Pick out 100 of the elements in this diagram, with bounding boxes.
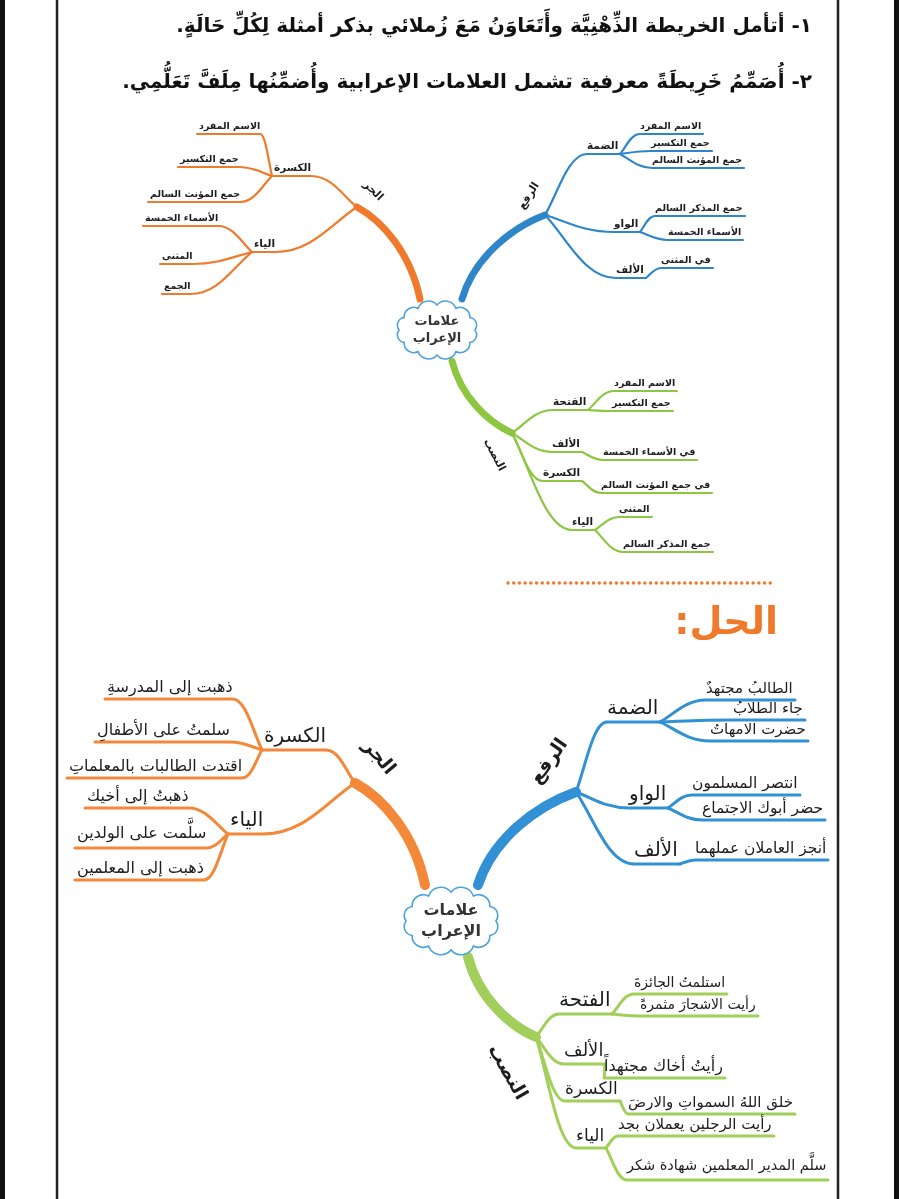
branch-label: الفتحة [553,395,587,409]
branch-label: الواو [629,781,667,806]
example-sentence: رأيت الرجلين يعملان بجد [618,1115,772,1134]
branch-line [473,787,581,890]
topic-label: علامات الإعراب [411,313,463,347]
leaf-label: جمع التكسير [651,137,710,149]
branch-line [534,1035,608,1150]
branch-label: الياء [254,237,276,251]
branch-line [666,806,827,822]
branch-line [658,718,807,724]
branch-label: الألف [616,263,644,277]
branch-line [353,203,424,303]
branch-line [618,152,746,170]
leaf-label: الجمع [164,280,191,292]
branch-line [593,528,715,554]
example-sentence: رأيت الاشجارَ مثمرةً [640,996,756,1014]
main-branch-label: النصب [480,436,509,474]
branch-line [618,1099,797,1116]
branch-label: الفتحة [559,987,611,1012]
branch-line [350,778,430,890]
leaf-label: في جمع المؤنث السالم [601,479,711,491]
branch-line [580,450,699,462]
branch-label: الواو [614,217,639,231]
branch-line [448,357,516,437]
branch-line [604,1134,776,1150]
leaf-label: جمع المؤنث السالم [150,188,241,200]
leaf-label: الاسم المفرد [199,120,261,132]
branch-line [618,132,705,156]
example-sentence: حضر أبوك الاجتماع [702,799,824,819]
example-sentence: استلمتُ الجائزةَ [634,974,726,992]
leaf-label: جمع المذكر السالم [655,202,743,214]
branch-line [158,250,254,266]
branch-line [146,174,274,204]
branch-label: الضمة [587,139,619,153]
branch-line [610,1012,760,1018]
main-branch-label: الجر [358,734,402,780]
branch-line [604,1146,830,1182]
branch-line [586,389,679,412]
example-sentence: جاء الطلابُ [733,699,803,718]
solution-heading: الحل: [674,598,778,645]
branch-label: الألف [564,1039,604,1062]
branch-label: الكسرة [565,1078,618,1100]
example-sentence: ذهبت إلى المدرسةِ [107,677,233,697]
branch-label: الضمة [607,695,659,720]
branch-line [586,408,675,413]
branch-line [543,152,622,217]
branch-line [593,515,654,532]
example-sentence: ذهبتُ إلى أخيك [87,786,189,806]
branch-line [602,1062,727,1080]
branch-line [160,250,254,296]
branch-line [610,992,729,1016]
branch-label: الياء [572,515,594,529]
leaf-label: جمع المذكر السالم [623,538,711,550]
branch-line [93,740,264,752]
branch-line [658,720,810,743]
leaf-label: جمع المؤنث السالم [652,154,743,166]
branch-line [678,858,830,866]
leaf-label: الأسماء الخمسة [668,226,742,238]
branch-line [458,211,549,303]
branch-line [73,832,230,882]
leaf-label: المثنى [619,503,650,515]
instruction-text: ١- أتأمل الخريطة الذِّهْنِيَّة وأَتَعَاوَنُ مَعَ زُملائي بذكر أمثلة لِكُلِّ حَالَةٍ. [176,8,812,43]
example-sentence: حضرت الامهاتُ [710,720,806,739]
branch-line [666,793,802,810]
example-sentence: خلق اللهُ السمواتِ والارضَ [628,1093,793,1112]
leaf-label: المثنى [162,250,193,262]
branch-line [638,230,745,242]
leaf-label: الاسم المفرد [640,120,702,132]
leaf-label: الاسم المفرد [614,377,676,389]
branch-label: الكسرة [543,466,581,480]
leaf-label: في المثنى [661,254,711,266]
branch-line [83,806,230,836]
main-branch-label: الرفع [514,179,543,212]
branch-label: الياء [230,807,264,832]
branch-label: الياء [576,1125,605,1147]
branch-label: الكسرة [264,723,327,748]
leaf-label: الأسماء الخمسة [145,212,219,224]
example-sentence: انتصر المسلمون [692,774,798,794]
branch-line [644,266,715,280]
branch-label: الألف [552,437,580,451]
leaf-label: في الأسماء الخمسة [603,446,696,458]
branch-line [580,479,714,495]
branch-line [195,132,274,178]
example-sentence: رأيتُ أخاك مجتهداً [604,1056,723,1076]
topic-label: علامات الإعراب [420,900,482,942]
main-branch-label: النصب [482,1039,534,1104]
branch-line [638,214,747,234]
leaf-label: جمع التكسير [612,397,671,409]
branch-line [463,952,541,1042]
main-branch-label: الجر [360,177,386,204]
example-sentence: سلَّم المدير المعلمين شهادة شكر [627,1154,827,1178]
example-sentence: الطالبُ مجتهدٌ [706,679,793,698]
branch-line [270,174,359,209]
branch-line [510,431,584,454]
branch-line [103,697,264,752]
branch-line [141,224,254,254]
example-sentence: سلمتُ على الأطفالِ [97,720,230,740]
branch-line [176,165,274,178]
example-sentence: اقتدت الطالبات بالمعلماتِ [69,756,243,776]
main-branch-label: الرفع [524,733,573,789]
